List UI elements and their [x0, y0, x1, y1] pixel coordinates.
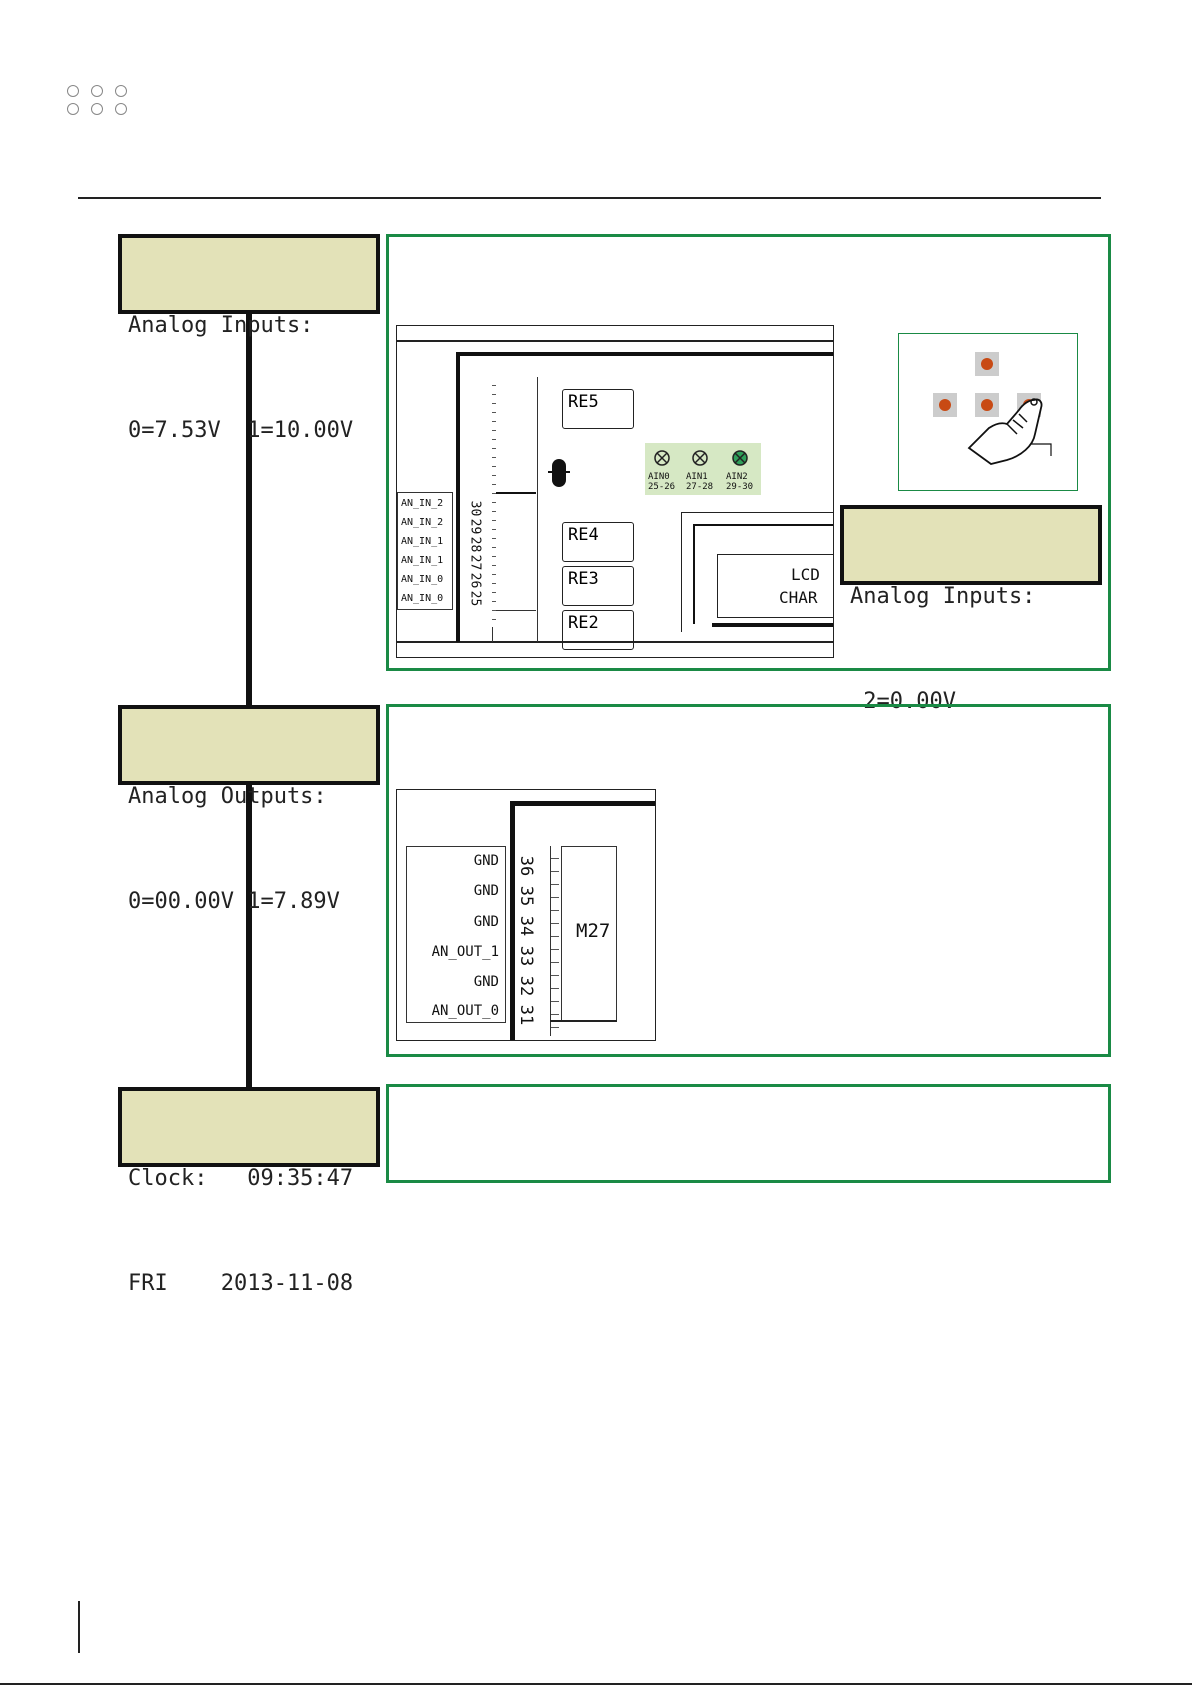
terminal-number: 32 [516, 975, 537, 997]
led-pins-ain0: 25-26 [648, 482, 676, 492]
terminal-number: 34 [516, 915, 537, 937]
terminal-number: 28 [467, 536, 483, 553]
terminal-label: GND [473, 914, 499, 930]
terminal-label: AN_IN_1 [401, 536, 444, 547]
inputs-schematic: AN_IN_2 AN_IN_2 AN_IN_1 AN_IN_1 AN_IN_0 … [396, 325, 834, 658]
lcd-line-1: Analog Inputs: [850, 584, 1036, 609]
led-label-ain0: AIN0 [648, 472, 670, 482]
keypad-illustration [898, 333, 1078, 491]
terminal-label: AN_IN_0 [401, 574, 444, 585]
terminal-number: 25 [467, 590, 483, 607]
terminal-number: 30 [467, 500, 483, 517]
lcd-line-1: Analog Inputs: [128, 313, 314, 338]
terminal-number: 33 [516, 945, 537, 967]
menu-connector-line [246, 780, 252, 1090]
lcd-line-2: 2=0.00V [850, 689, 956, 714]
header-dots-decoration [67, 85, 137, 117]
keypad-key-left [933, 393, 957, 417]
terminal-label: AN_IN_2 [401, 498, 444, 509]
terminal-label-block [406, 846, 506, 1023]
relay-re4: RE4 [562, 522, 634, 562]
terminal-label: GND [473, 974, 499, 990]
led-indicator-strip [645, 443, 761, 495]
terminal-label: GND [473, 883, 499, 899]
led-pins-ain1: 27-28 [686, 482, 714, 492]
terminal-number: 26 [467, 572, 483, 589]
lcd-line-2: 0=7.53V 1=10.00V [128, 418, 354, 443]
terminal-label: GND [473, 853, 499, 869]
analog-inputs-panel [386, 234, 1111, 671]
hand-pointer-icon [967, 398, 1052, 465]
terminal-label: AN_OUT_1 [431, 944, 499, 960]
lcd-module-label: LCD [791, 565, 820, 584]
terminal-label: AN_IN_0 [401, 593, 444, 604]
relay-re2: RE2 [562, 610, 634, 650]
lcd-line-1: Clock: 09:35:47 [128, 1166, 354, 1191]
analog-outputs-panel [386, 704, 1111, 1057]
terminal-label-block [397, 492, 453, 610]
lcd-line-2: FRI 2013-11-08 [128, 1271, 354, 1296]
led-pins-ain2: 29-30 [726, 482, 754, 492]
keypad-key-center [975, 393, 999, 417]
module-label: M27 [576, 920, 611, 942]
outputs-schematic: GND GND GND AN_OUT_1 GND AN_OUT_0 36 35 … [396, 789, 656, 1041]
lcd-analog-inputs: Analog Inputs: 0=7.53V 1=10.00V [118, 234, 380, 443]
lcd-line-1: Analog Outputs: [128, 784, 327, 809]
led-label-ain1: AIN1 [686, 472, 708, 482]
terminal-number: 29 [467, 518, 483, 535]
lcd-analog-outputs: Analog Outputs: 0=00.00V 1=7.89V [118, 705, 380, 914]
lcd-line-2: 0=00.00V 1=7.89V [128, 889, 340, 914]
lcd-clock: Clock: 09:35:47 FRI 2013-11-08 [118, 1087, 380, 1296]
terminal-label: AN_IN_1 [401, 555, 444, 566]
keypad-key-up [975, 352, 999, 376]
terminal-number: 27 [467, 554, 483, 571]
clock-panel [386, 1084, 1111, 1183]
menu-connector-line [246, 310, 252, 708]
header-rule [78, 197, 1101, 199]
connector-icon [552, 459, 566, 487]
terminal-number: 36 [516, 855, 537, 877]
lcd-analog-inputs-2: Analog Inputs: 2=0.00V [840, 505, 1102, 714]
led-label-ain2: AIN2 [726, 472, 748, 482]
terminal-number: 35 [516, 885, 537, 907]
terminal-number: 31 [516, 1004, 537, 1026]
lcd-module-label: CHAR [779, 588, 818, 607]
led-indicator-icon [654, 450, 748, 466]
relay-re3: RE3 [562, 566, 634, 606]
terminal-label: AN_OUT_0 [431, 1003, 499, 1019]
page-bottom-rule [0, 1683, 1192, 1685]
relay-re5: RE5 [562, 389, 634, 429]
terminal-label: AN_IN_2 [401, 517, 444, 528]
footer-bar [78, 1601, 80, 1653]
